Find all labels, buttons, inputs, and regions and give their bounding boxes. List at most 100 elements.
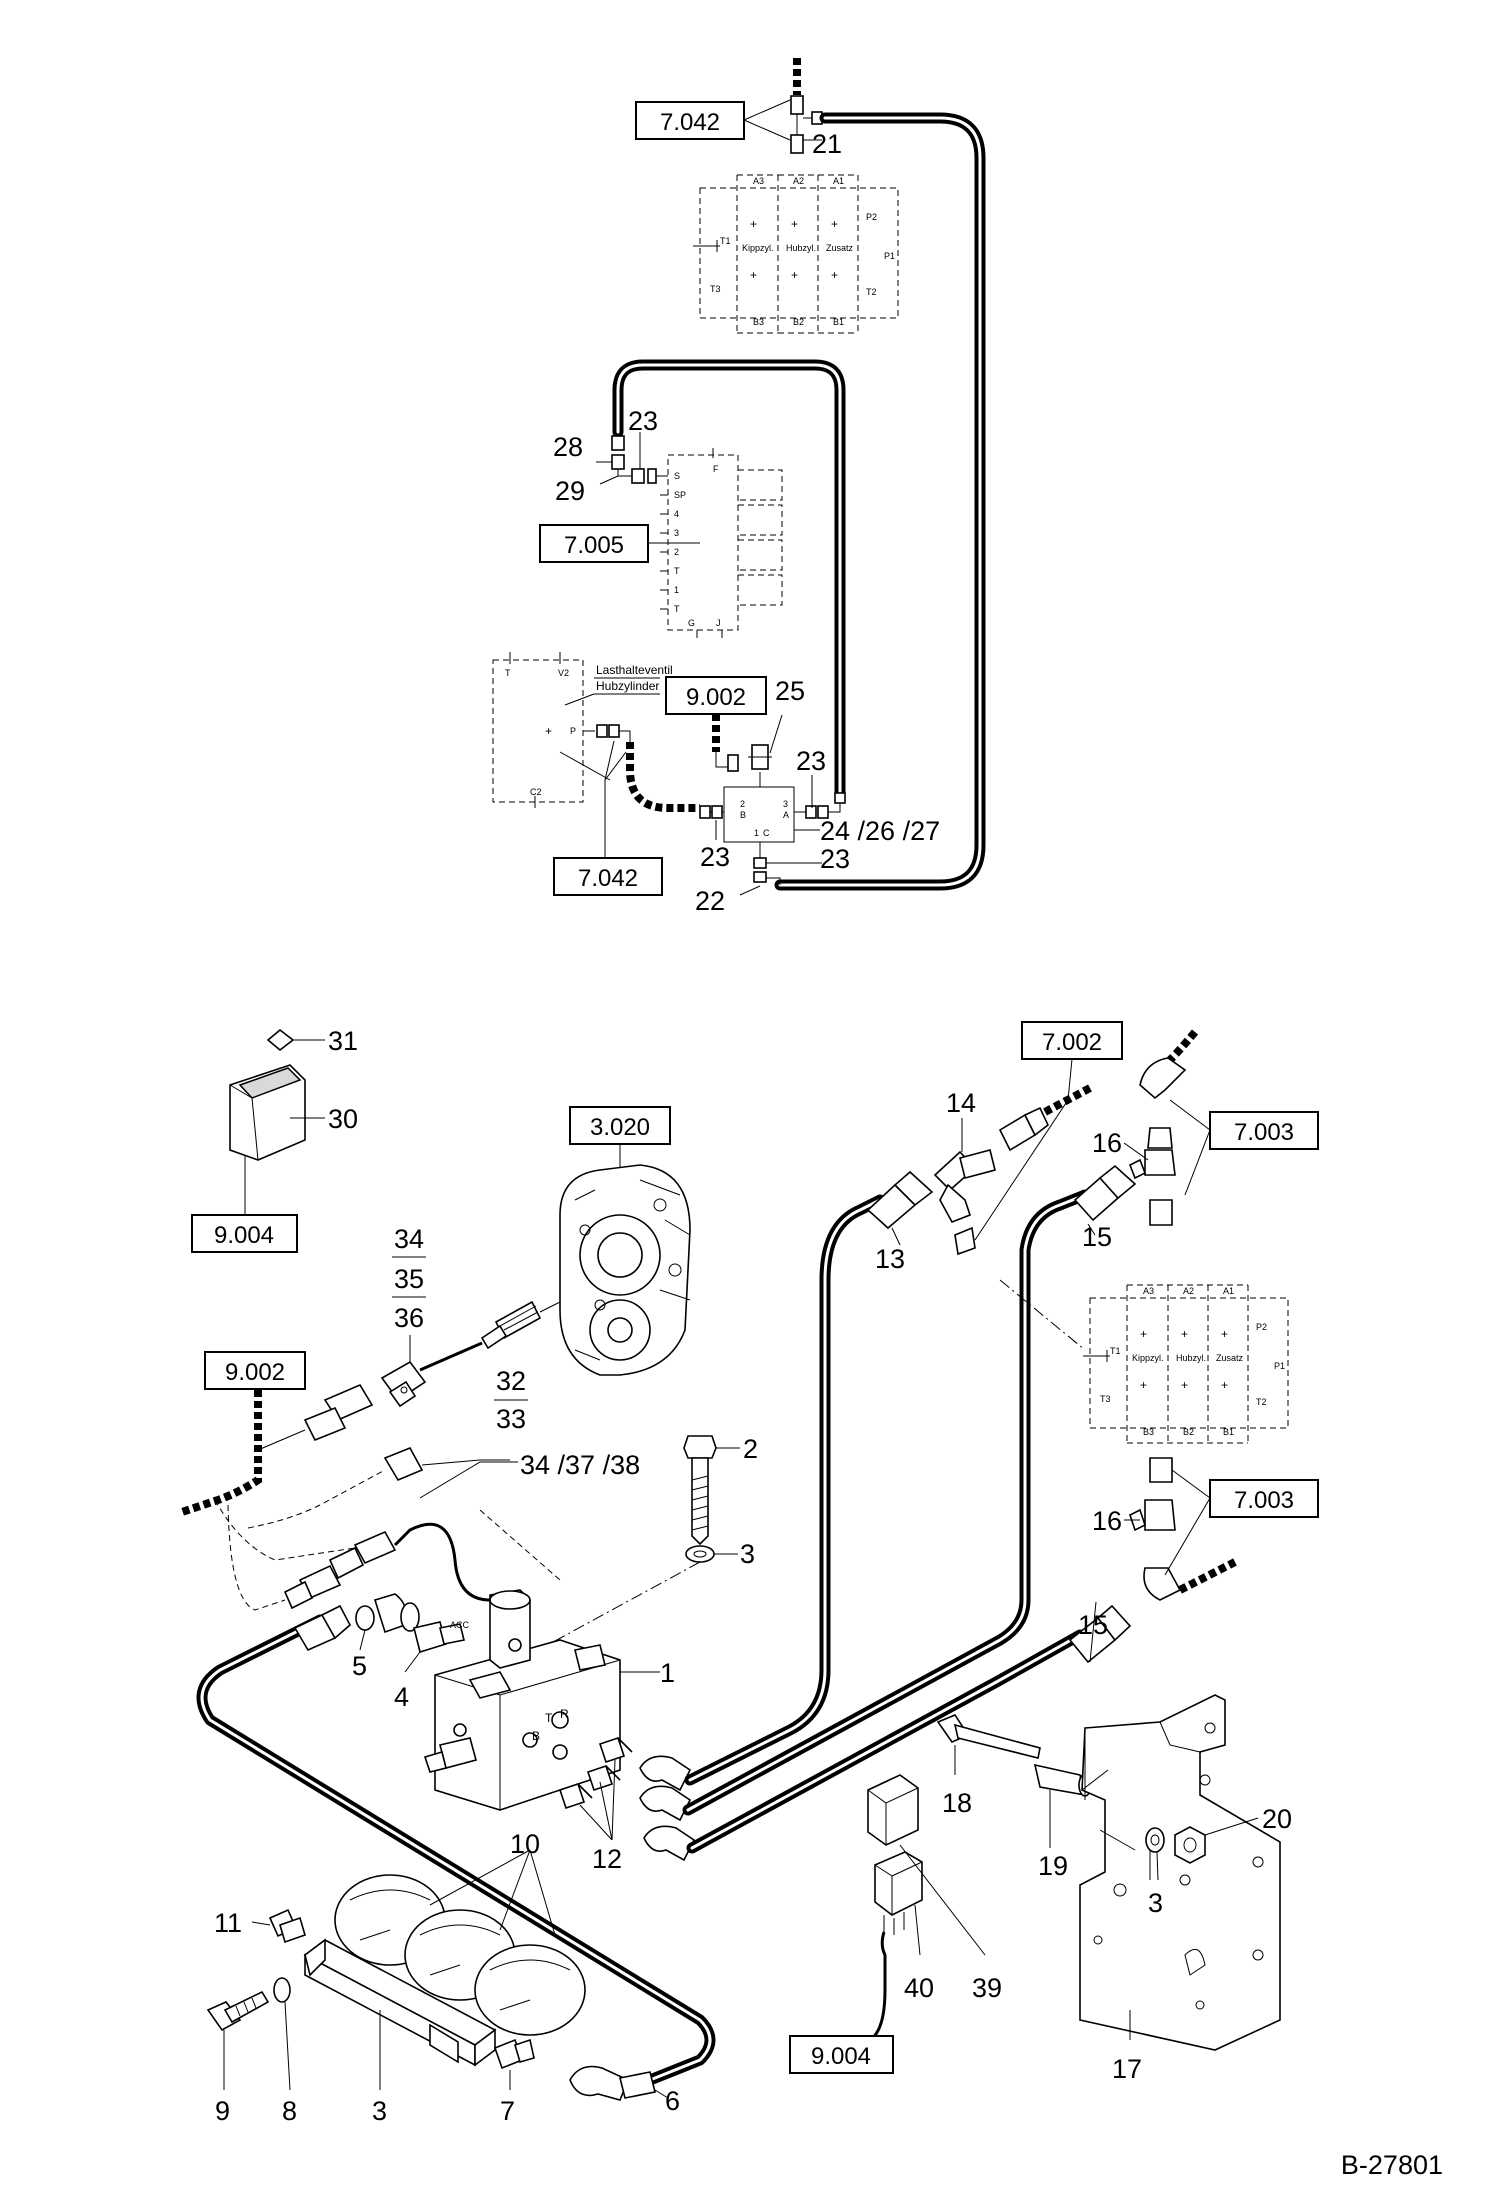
hose-end-13	[866, 1170, 934, 1230]
washer-3b	[273, 1977, 291, 2003]
svg-text:T3: T3	[710, 284, 721, 294]
washer-3c	[1145, 1827, 1165, 1853]
svg-text:A3: A3	[1143, 1286, 1154, 1296]
ref-box-7042-bottom	[553, 857, 663, 896]
ref-7003-top: 7.003	[1234, 1119, 1294, 1146]
callout-5: 5	[352, 1651, 367, 1681]
svg-text:+: +	[750, 268, 757, 282]
control-block: S SP 4 3 2 T 1 T G J F	[660, 448, 783, 638]
callout-17: 17	[1112, 2054, 1142, 2084]
svg-text:+: +	[831, 268, 838, 282]
callout-25: 25	[775, 676, 805, 706]
svg-text:+: +	[1181, 1327, 1188, 1341]
callout-18: 18	[942, 1788, 972, 1818]
fittings-lower-right	[1129, 1457, 1182, 1601]
svg-text:A2: A2	[1183, 1286, 1194, 1296]
svg-text:+: +	[791, 217, 798, 231]
callout-3a: 3	[740, 1539, 755, 1569]
fittings-12	[558, 1736, 633, 1810]
callout-14: 14	[946, 1088, 976, 1118]
ref-3020: 3.020	[590, 1114, 650, 1141]
elbow-fittings	[639, 1755, 696, 1862]
callout-23c: 23	[700, 842, 730, 872]
svg-text:P2: P2	[866, 212, 877, 222]
fitting-28-29-23	[596, 432, 668, 485]
callout-23d: 23	[820, 844, 850, 874]
callout-40: 40	[904, 1973, 934, 2003]
ref-9002-bottom: 9.002	[225, 1359, 285, 1386]
ref-box-3020	[569, 1106, 671, 1145]
svg-text:Hubzyl.: Hubzyl.	[786, 243, 816, 253]
accumulators-10	[334, 1874, 586, 2036]
fitting-4: ACC	[413, 1620, 470, 1654]
relay-39-40	[867, 1774, 923, 1935]
svg-text:B1: B1	[1223, 1427, 1234, 1437]
svg-text:P1: P1	[884, 251, 895, 261]
svg-text:B: B	[740, 810, 746, 820]
hose-13	[684, 1194, 886, 1786]
svg-text:+: +	[750, 217, 757, 231]
svg-text:P: P	[570, 726, 576, 736]
svg-text:T: T	[505, 668, 511, 678]
svg-text:B2: B2	[1183, 1427, 1194, 1437]
svg-text:T3: T3	[1100, 1394, 1111, 1404]
svg-text:T: T	[674, 566, 680, 576]
ref-box-9002-bottom	[204, 1351, 306, 1390]
connector-plug	[380, 1360, 427, 1408]
bolt-18	[936, 1714, 1041, 1759]
svg-text:Zusatz: Zusatz	[1216, 1353, 1244, 1363]
svg-text:+: +	[1221, 1378, 1228, 1392]
bolt-9	[206, 1990, 270, 2032]
top-schematic: 7.042 21 A3 A2 A1 B3 B2 B1 Kippzyl. Hubz…	[492, 58, 986, 916]
svg-text:T: T	[545, 1711, 553, 1725]
svg-text:S: S	[674, 471, 680, 481]
callout-16b: 16	[1092, 1506, 1122, 1536]
svg-text:P1: P1	[1274, 1361, 1285, 1371]
callout-39: 39	[972, 1973, 1002, 2003]
callout-23a: 23	[628, 406, 658, 436]
valve-block-lower: A3 A2 A1 B3 B2 B1 Kippzyl. Hubzyl. Zusat…	[1083, 1284, 1289, 1444]
ref-7042-bottom: 7.042	[578, 865, 638, 892]
hose-end-15a	[1073, 1164, 1137, 1222]
ref-box-7005	[539, 524, 649, 563]
callout-34-37-38: 34 /37 /38	[520, 1450, 640, 1480]
rail-8	[303, 1938, 497, 2067]
svg-text:Kippzyl.: Kippzyl.	[742, 243, 774, 253]
tee-14	[933, 1149, 996, 1256]
callout-11: 11	[214, 1908, 242, 1938]
callout-8: 3	[372, 2096, 387, 2126]
callout-4: 4	[394, 1682, 409, 1712]
ref-box-7003-bottom	[1209, 1479, 1319, 1518]
svg-text:A: A	[783, 810, 789, 820]
washer-3	[685, 1545, 715, 1563]
hose-end-6	[293, 1604, 656, 2101]
callout-3b: 8	[282, 2096, 297, 2126]
ref-box-7003-top	[1209, 1111, 1319, 1150]
pump-3020	[559, 1164, 691, 1376]
svg-text:T: T	[674, 604, 680, 614]
callout-13: 13	[875, 1244, 905, 1274]
svg-text:A2: A2	[793, 176, 804, 186]
switch-30-31	[229, 1028, 325, 1218]
svg-text:Kippzyl.: Kippzyl.	[1132, 1353, 1164, 1363]
svg-text:B3: B3	[1143, 1427, 1154, 1437]
callout-6: 6	[665, 2086, 680, 2116]
ref-box-9004-a	[191, 1214, 298, 1253]
svg-text:Hubzyl.: Hubzyl.	[1176, 1353, 1206, 1363]
svg-text:T1: T1	[720, 236, 731, 246]
svg-text:B1: B1	[833, 317, 844, 327]
valve-block-top: A3 A2 A1 B3 B2 B1 Kippzyl. Hubzyl. Zusat…	[693, 174, 899, 334]
load-holding-valve: T V2 P C2 Lasthalteventil Hubzylinder +	[492, 652, 673, 808]
harness-connectors	[257, 1383, 424, 1610]
ref-9004-b: 9.004	[811, 2043, 871, 2070]
svg-text:+: +	[1181, 1378, 1188, 1392]
svg-text:J: J	[716, 618, 721, 628]
callout-1: 1	[660, 1658, 675, 1688]
svg-text:C2: C2	[530, 787, 542, 797]
ref-9004-a: 9.004	[214, 1222, 274, 1249]
callout-21: 21	[812, 129, 842, 159]
fitting-7	[493, 2038, 535, 2070]
ref-7002: 7.002	[1042, 1029, 1102, 1056]
nut-20	[1174, 1826, 1206, 1864]
callout-23b: 23	[796, 746, 826, 776]
